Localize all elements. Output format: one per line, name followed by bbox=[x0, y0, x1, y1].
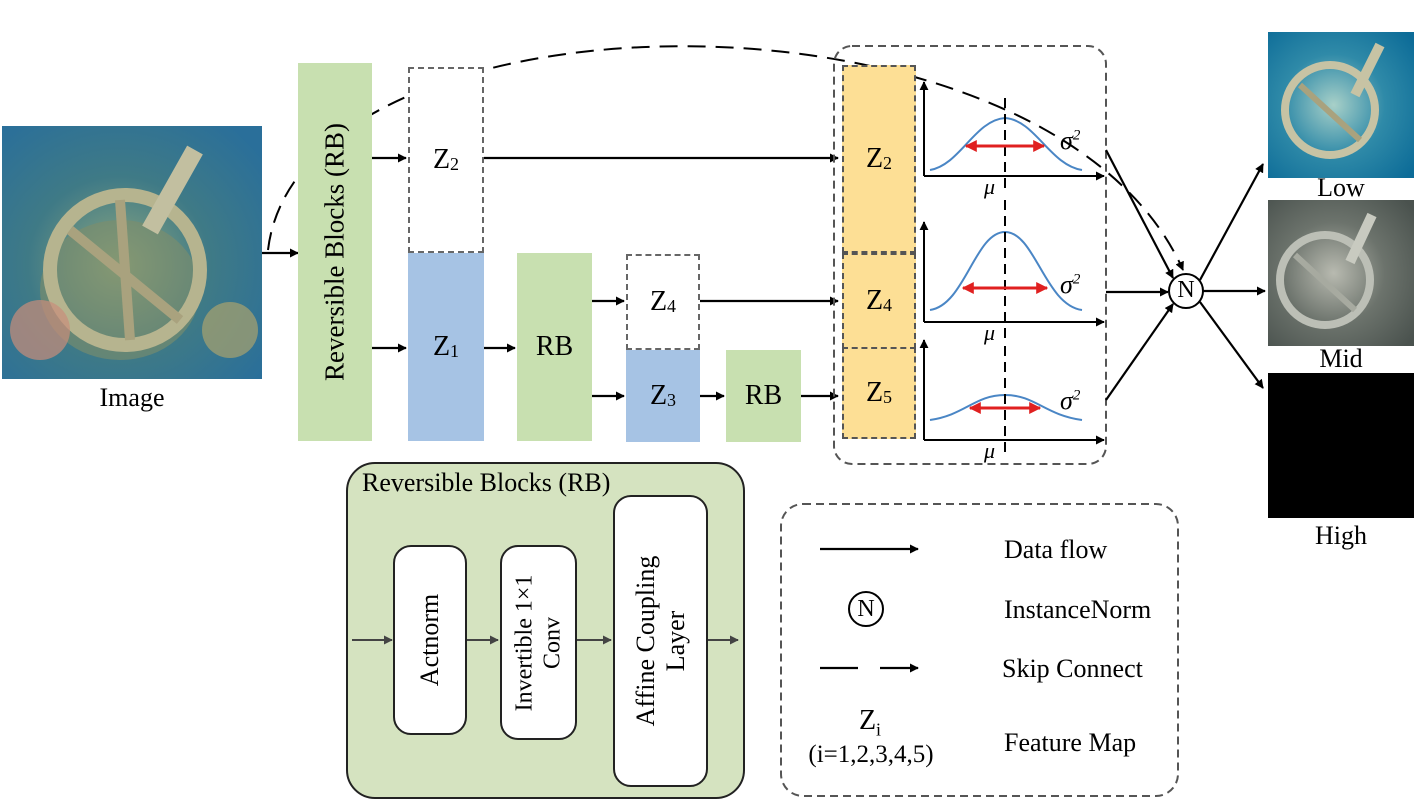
rb-block-2: RB bbox=[517, 253, 592, 441]
mu-label-3: μ bbox=[984, 438, 996, 463]
feature-z4-box: Z4 bbox=[626, 254, 700, 350]
sigma-2-sup: 2 bbox=[1072, 271, 1081, 288]
output-image-high bbox=[1268, 373, 1414, 518]
legend-norm-circle bbox=[848, 591, 884, 627]
arrow-plot3-to-norm bbox=[1105, 303, 1174, 401]
legend-feature-sub: i bbox=[876, 719, 882, 740]
sigma-label-2: σ2 bbox=[1060, 272, 1080, 298]
feature-z5-yellow: Z5 bbox=[842, 347, 916, 439]
feature-z4-yellow: Z4 bbox=[842, 253, 916, 349]
arrow-norm-to-low bbox=[1199, 163, 1264, 281]
legend-feature-map-label: Feature Map bbox=[1004, 728, 1137, 757]
feature-z1-box: Z1 bbox=[408, 253, 484, 441]
sigma-label-3: σ2 bbox=[1060, 388, 1080, 414]
legend-skip-connect-label: Skip Connect bbox=[1002, 654, 1143, 683]
sigma-3: σ bbox=[1060, 386, 1073, 415]
output-low-label: Low bbox=[1317, 173, 1365, 202]
z4y-base: Z bbox=[865, 285, 884, 316]
distribution-plot-z5 bbox=[919, 339, 1105, 458]
distribution-plot-z2 bbox=[919, 81, 1105, 192]
legend-data-flow-label: Data flow bbox=[1004, 535, 1108, 564]
main-rb-label: Reversible Blocks (RB) bbox=[319, 123, 350, 381]
legend-instance-norm-label: InstanceNorm bbox=[1004, 595, 1152, 624]
rb-block-3: RB bbox=[726, 350, 801, 442]
z3-base: Z bbox=[649, 380, 668, 411]
distribution-container bbox=[833, 45, 1107, 465]
z2-base: Z bbox=[432, 144, 451, 175]
input-image-caption: Image bbox=[99, 383, 165, 412]
z1-sub: 1 bbox=[450, 341, 460, 361]
z3-sub: 3 bbox=[667, 390, 677, 410]
legend-norm-symbol: N bbox=[857, 596, 875, 622]
z4-base: Z bbox=[649, 286, 668, 317]
affine-line1: Affine Coupling bbox=[630, 555, 660, 727]
actnorm-block: Actnorm bbox=[393, 545, 467, 735]
z4-sub: 4 bbox=[667, 296, 677, 316]
output-image-low bbox=[1268, 32, 1414, 178]
affine-line2: Layer bbox=[660, 610, 690, 672]
z5-base: Z bbox=[865, 377, 884, 408]
output-high-label: High bbox=[1315, 521, 1367, 550]
feature-z2-yellow: Z2 bbox=[842, 65, 916, 253]
distribution-plot-z4 bbox=[919, 200, 1105, 338]
output-image-mid bbox=[1268, 200, 1414, 346]
rb-block-2-label: RB bbox=[535, 331, 574, 362]
sigma-1-sup: 2 bbox=[1072, 127, 1081, 144]
legend-feature-index: (i=1,2,3,4,5) bbox=[808, 741, 934, 768]
z4y-sub: 4 bbox=[883, 295, 893, 315]
input-image bbox=[2, 126, 262, 379]
actnorm-label: Actnorm bbox=[415, 593, 445, 687]
rb-block-3-label: RB bbox=[744, 380, 783, 411]
norm-node-label: N bbox=[1177, 277, 1195, 303]
mu-label-2: μ bbox=[984, 320, 996, 345]
legend-feature-symbol: Zi bbox=[840, 707, 900, 739]
sigma-1: σ bbox=[1060, 126, 1073, 155]
z2-sub: 2 bbox=[450, 154, 460, 174]
sigma-label-1: σ2 bbox=[1060, 128, 1080, 154]
invertible-line2: Conv bbox=[538, 616, 565, 669]
z1-base: Z bbox=[432, 331, 451, 362]
feature-z3-box: Z3 bbox=[626, 350, 700, 442]
z2y-sub: 2 bbox=[883, 153, 893, 173]
rb-detail-title: Reversible Blocks (RB) bbox=[362, 468, 611, 497]
arrow-norm-to-high bbox=[1199, 301, 1264, 389]
z5-sub: 5 bbox=[883, 387, 893, 407]
mu-label-1: μ bbox=[984, 174, 996, 199]
output-mid-label: Mid bbox=[1319, 344, 1363, 373]
sigma-3-sup: 2 bbox=[1072, 387, 1081, 404]
arrow-plot1-to-norm bbox=[1105, 149, 1174, 279]
invertible-line1: Invertible 1×1 bbox=[510, 574, 537, 711]
z2y-base: Z bbox=[865, 143, 884, 174]
legend-box bbox=[780, 503, 1179, 797]
sigma-2: σ bbox=[1060, 270, 1073, 299]
main-reversible-block: Reversible Blocks (RB) bbox=[298, 63, 372, 441]
feature-z2-box: Z2 bbox=[408, 67, 484, 253]
legend-feature-base: Z bbox=[858, 705, 877, 736]
